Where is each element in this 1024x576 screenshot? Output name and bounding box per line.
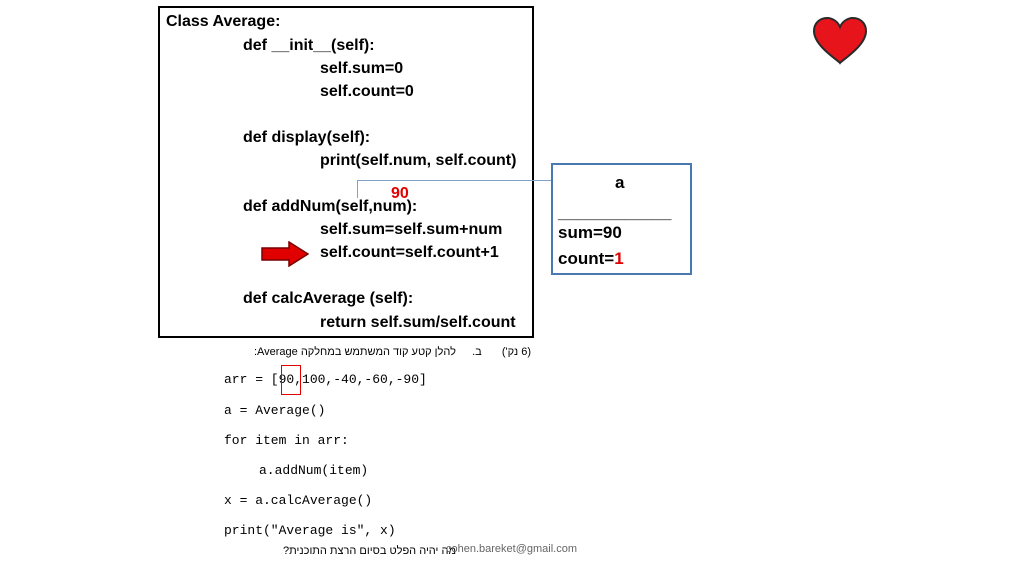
question-header: (6 נק') ב. להלן קטע קוד המשתמש במחלקה Av… — [254, 346, 531, 358]
right-arrow-icon — [261, 241, 309, 267]
init-count: self.count=0 — [320, 83, 414, 100]
author-email: cohen.bareket@gmail.com — [446, 543, 578, 555]
question-footer: מה יהיה הפלט בסיום הרצת התוכנית? — [283, 545, 456, 557]
display-print: print(self.num, self.count) — [320, 152, 517, 169]
calcaverage-return: return self.sum/self.count — [320, 314, 516, 331]
question-text: להלן קטע קוד המשתמש במחלקה Average: — [253, 346, 456, 358]
object-sum: sum=90 — [558, 223, 622, 242]
question-points: (6 נק') — [501, 346, 531, 358]
connector-line-vertical — [357, 180, 358, 198]
object-a-box — [551, 163, 692, 275]
code-arr: arr = [90,100,-40,-60,-90] — [224, 372, 427, 387]
object-title: a — [615, 173, 625, 192]
heart-icon — [812, 16, 868, 65]
object-count: count=1 — [558, 249, 624, 269]
question-letter: ב. — [472, 346, 482, 358]
code-addnum-call: a.addNum(item) — [259, 463, 369, 478]
connector-line-horizontal — [357, 180, 551, 181]
code-print: print("Average is", x) — [224, 523, 396, 538]
code-for: for item in arr: — [224, 433, 349, 448]
addnum-sum: self.sum=self.sum+num — [320, 221, 503, 238]
init-def: def __init__(self): — [243, 37, 375, 54]
class-code-box — [158, 6, 534, 338]
display-def: def display(self): — [243, 129, 371, 146]
addnum-def: def addNum(self,num): — [243, 198, 418, 215]
code-instance: a = Average() — [224, 403, 326, 418]
calcaverage-def: def calcAverage (self): — [243, 290, 414, 307]
object-count-label: count= — [558, 249, 615, 268]
addnum-count: self.count=self.count+1 — [320, 244, 499, 261]
highlight-first-element — [281, 365, 301, 395]
num-value-annotation: 90 — [391, 185, 409, 202]
class-header: Class Average: — [166, 13, 281, 30]
code-calc: x = a.calcAverage() — [224, 493, 373, 508]
init-sum: self.sum=0 — [320, 60, 404, 77]
object-divider: ____________ — [558, 203, 672, 222]
object-count-value: 1 — [614, 249, 624, 268]
